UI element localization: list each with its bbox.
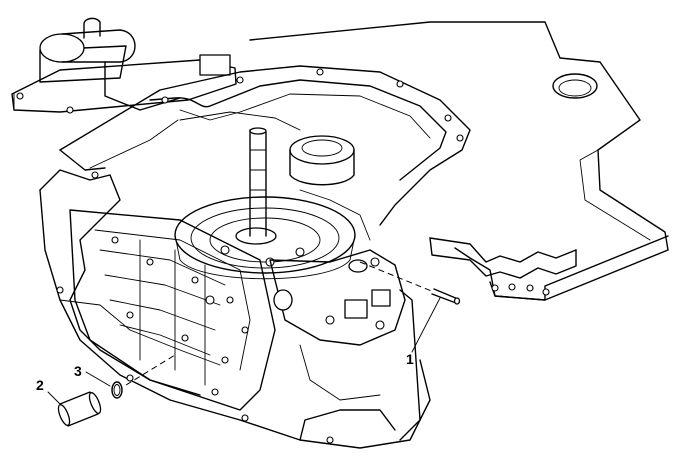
clutch-assembly — [174, 111, 371, 280]
callout-3: 3 — [74, 363, 82, 379]
case-bosses — [269, 249, 406, 401]
part-1-pin — [359, 261, 461, 353]
callout-2: 2 — [36, 377, 44, 393]
holding-fixture — [249, 21, 669, 301]
fixture-post — [11, 17, 237, 114]
callout-1: 1 — [406, 351, 414, 367]
valve-body — [69, 209, 276, 411]
part-2-sleeve — [47, 391, 102, 427]
transmission-case — [39, 65, 471, 449]
part-3-seal — [85, 354, 176, 399]
